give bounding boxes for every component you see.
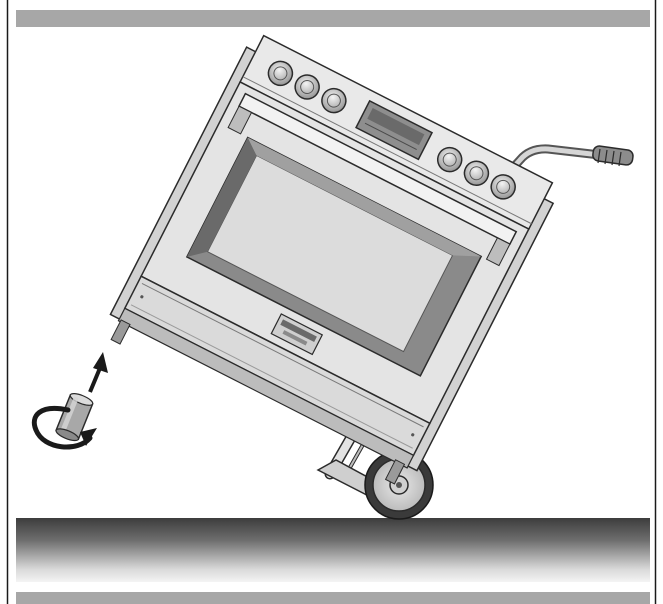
floor bbox=[16, 518, 650, 582]
leveling-leg-detail bbox=[34, 352, 108, 447]
hand-truck-grip bbox=[592, 145, 634, 166]
oven-door bbox=[141, 82, 529, 423]
header-bar bbox=[16, 10, 650, 27]
leveling-leg-front-left bbox=[111, 320, 130, 344]
range-oven bbox=[100, 31, 561, 490]
footer-bar bbox=[16, 592, 650, 604]
up-arrow-icon bbox=[90, 352, 108, 392]
